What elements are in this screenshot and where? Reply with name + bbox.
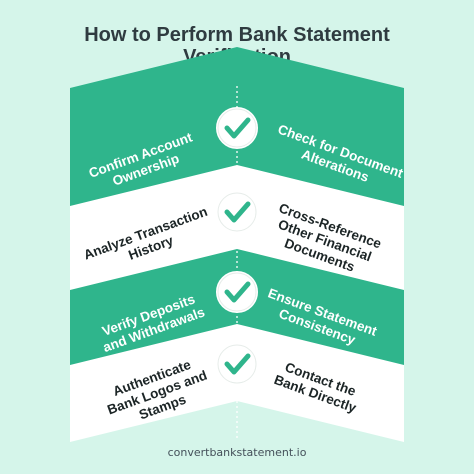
footer-url: convertbankstatement.io (167, 446, 307, 459)
checkmark-icon (216, 343, 258, 385)
checkmark-icon (216, 191, 258, 233)
title-line-1: How to Perform Bank Statement (84, 24, 390, 46)
check-badges (216, 107, 258, 385)
checkmark-icon (216, 271, 258, 313)
checkmark-icon (216, 107, 258, 149)
